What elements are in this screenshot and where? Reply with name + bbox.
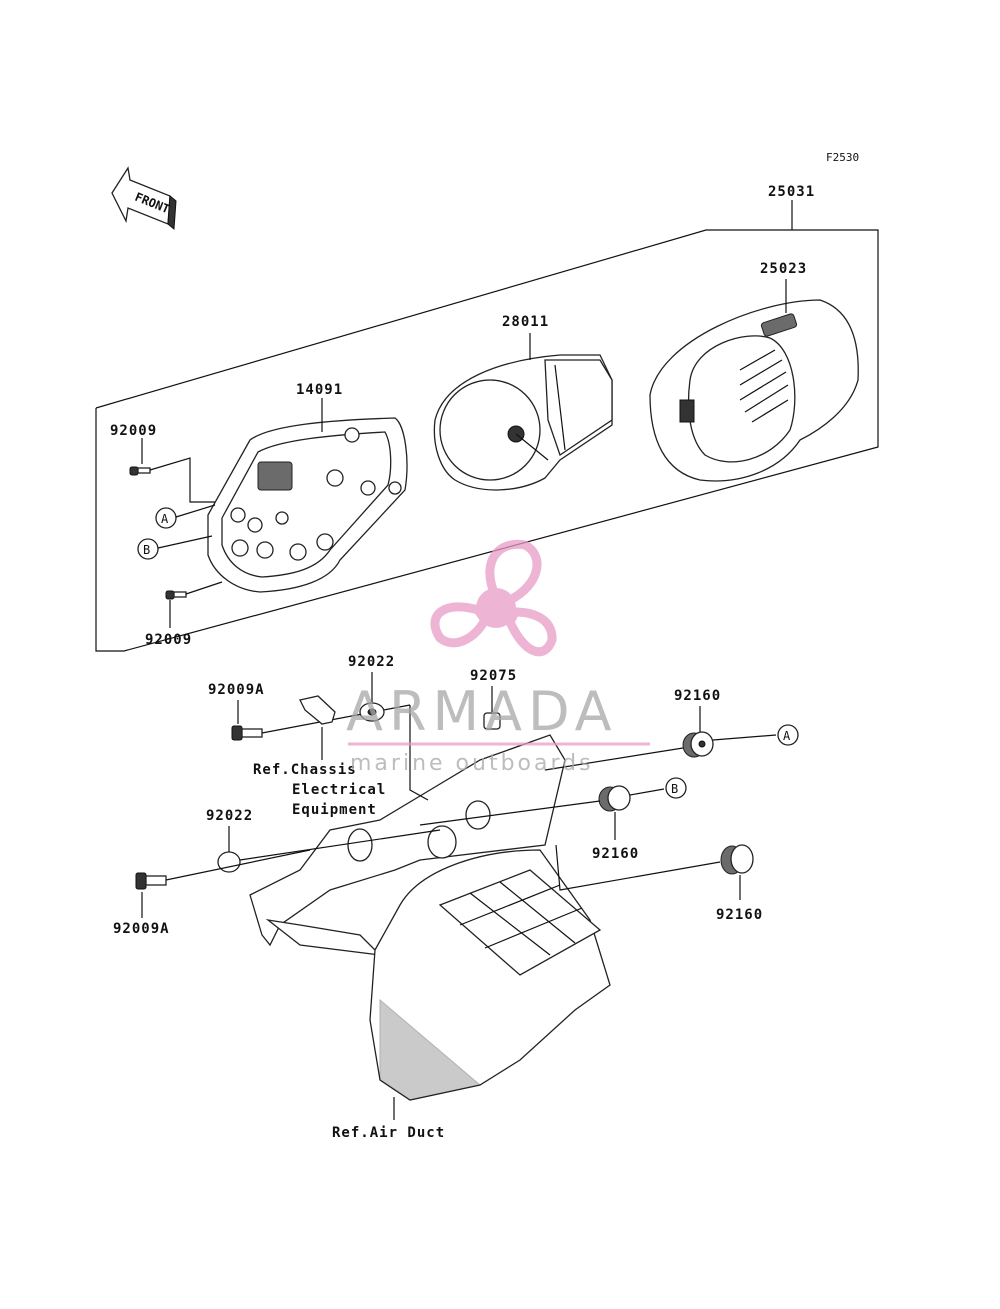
armada-propeller-logo-icon <box>430 539 557 657</box>
damper-b-icon <box>598 785 631 812</box>
svg-text:A: A <box>161 512 169 526</box>
bracket-screw-bottom-icon <box>135 872 167 890</box>
svg-text:B: B <box>143 543 150 557</box>
front-arrow-icon: FRONT <box>111 166 177 231</box>
marker-a-cover: A <box>155 507 177 529</box>
label-ref-chassis-2: Electrical <box>292 782 386 798</box>
meter-cover <box>207 398 408 593</box>
meter-case <box>649 279 859 482</box>
marker-b-damper: B <box>665 777 687 799</box>
marker-b-cover: B <box>137 538 159 560</box>
label-92160-a: 92160 <box>674 688 721 704</box>
label-92075: 92075 <box>470 668 517 684</box>
watermark: ARMADA marine outboards <box>346 539 650 776</box>
label-25023: 25023 <box>760 261 807 277</box>
label-92009-top: 92009 <box>110 423 157 439</box>
label-92160-b: 92160 <box>592 846 639 862</box>
bracket-screw-top-icon <box>231 725 263 741</box>
label-92160-c: 92160 <box>716 907 763 923</box>
marker-a-damper: A <box>777 724 799 746</box>
label-92022-top: 92022 <box>348 654 395 670</box>
label-14091: 14091 <box>296 382 343 398</box>
label-ref-air-duct: Ref.Air Duct <box>332 1125 445 1141</box>
screw-top-icon <box>129 466 151 476</box>
wire-clip <box>299 695 336 725</box>
air-duct <box>369 849 611 1120</box>
label-92009a-top: 92009A <box>208 682 265 698</box>
watermark-tagline: marine outboards <box>350 751 594 776</box>
assembly-frame <box>95 200 879 652</box>
label-ref-chassis-1: Ref.Chassis <box>253 762 357 778</box>
svg-text:A: A <box>783 729 791 743</box>
label-92009a-bottom: 92009A <box>113 921 170 937</box>
svg-text:B: B <box>671 782 678 796</box>
figure-code: F2530 <box>826 151 859 164</box>
screw-bottom-icon <box>165 590 187 600</box>
grommet-clip-icon <box>483 712 501 730</box>
washer-top-icon <box>359 702 385 722</box>
label-92009-bottom: 92009 <box>145 632 192 648</box>
meter-unit <box>433 333 613 491</box>
label-ref-chassis-3: Equipment <box>292 802 377 818</box>
damper-a-icon <box>682 731 714 758</box>
label-25031: 25031 <box>768 184 815 200</box>
damper-c-icon <box>720 844 754 875</box>
watermark-brand: ARMADA <box>346 680 618 743</box>
meter-bracket <box>249 734 566 956</box>
label-28011: 28011 <box>502 314 549 330</box>
label-92022-bottom: 92022 <box>206 808 253 824</box>
